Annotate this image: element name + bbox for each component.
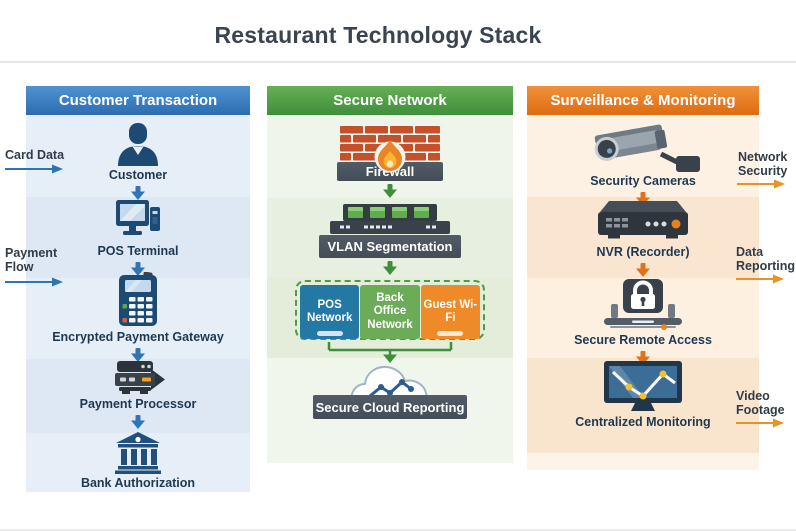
- stage-centralized-monitoring: Centralized Monitoring: [527, 361, 759, 430]
- column-customer-transaction: Customer Transaction Customer: [26, 86, 250, 492]
- stage-label: Payment Processor: [79, 397, 197, 411]
- lock-laptop-icon: [604, 279, 682, 330]
- column-header-surveillance: Surveillance & Monitoring: [527, 86, 759, 116]
- column-header-transaction: Customer Transaction: [26, 86, 250, 116]
- arrow-right-icon: [737, 179, 785, 189]
- nvr-icon: [598, 201, 688, 239]
- column-header-network: Secure Network: [267, 86, 513, 116]
- cloud-reporting-bar: Secure Cloud Reporting: [313, 395, 467, 419]
- stage-label: Centralized Monitoring: [575, 415, 711, 429]
- segment-pos-network: POS Network: [300, 285, 360, 339]
- payment-gateway-icon: [119, 272, 157, 326]
- segment-back-office: Back Office Network: [360, 285, 420, 339]
- arrow-down-icon: [131, 347, 145, 362]
- label-video-footage: Video Footage: [736, 389, 785, 418]
- arrow-down-icon: [383, 184, 397, 198]
- label-network-security: Network Security: [738, 150, 788, 179]
- network-switch-icon: [330, 204, 450, 234]
- stage-payment-processor: Payment Processor: [26, 361, 250, 429]
- stage-label: Encrypted Payment Gateway: [52, 330, 224, 344]
- stage-payment-gateway: Encrypted Payment Gateway: [26, 272, 250, 362]
- arrow-down-icon: [636, 350, 650, 365]
- column-surveillance-monitoring: Surveillance & Monitoring: [527, 86, 759, 470]
- stage-label: NVR (Recorder): [596, 245, 690, 259]
- connector-lines: [327, 342, 453, 363]
- vlan-bar: VLAN Segmentation: [319, 235, 461, 258]
- stage-secure-remote-access: Secure Remote Access: [527, 279, 759, 365]
- arrow-down-icon: [131, 185, 145, 200]
- page-title: Restaurant Technology Stack: [214, 22, 542, 48]
- network-segments-box: POS Network Back Office Network Guest Wi…: [295, 280, 485, 340]
- label-card-data: Card Data: [5, 148, 65, 162]
- stage-label: Bank Authorization: [80, 476, 196, 490]
- arrow-right-icon: [736, 274, 784, 284]
- title-divider: [0, 61, 796, 63]
- label-data-reporting: Data Reporting: [736, 245, 796, 274]
- stage-bank-authorization: Bank Authorization: [26, 432, 250, 491]
- arrow-down-icon: [383, 261, 397, 275]
- monitor-chart-icon: [604, 361, 682, 411]
- security-camera-icon: [594, 124, 700, 172]
- pos-terminal-icon: [116, 200, 160, 235]
- stage-label: Customer: [108, 168, 168, 182]
- label-payment-flow: Payment Flow: [5, 246, 58, 275]
- arrow-down-icon: [131, 414, 145, 429]
- stage-label: Security Cameras: [590, 174, 696, 188]
- arrow-right-icon: [5, 277, 63, 287]
- column-secure-network: Secure Network Firewall: [267, 86, 513, 463]
- stage-label: POS Terminal: [97, 244, 179, 258]
- arrow-right-icon: [5, 164, 63, 174]
- customer-icon: [118, 123, 158, 166]
- arrow-down-icon: [636, 262, 650, 277]
- payment-processor-icon: [115, 361, 165, 394]
- stage-security-cameras: Security Cameras: [527, 124, 759, 206]
- segment-guest-wifi: Guest Wi-Fi: [420, 285, 480, 339]
- bottom-divider: [0, 529, 796, 531]
- firewall-icon: [340, 126, 440, 173]
- stage-pos-terminal: POS Terminal: [26, 198, 250, 276]
- bank-icon: [115, 432, 161, 474]
- stage-nvr: NVR (Recorder): [527, 201, 759, 277]
- stage-label: Secure Remote Access: [574, 333, 712, 347]
- stage-customer: Customer: [26, 122, 250, 200]
- arrow-down-icon: [131, 261, 145, 276]
- arrow-right-icon: [736, 418, 784, 428]
